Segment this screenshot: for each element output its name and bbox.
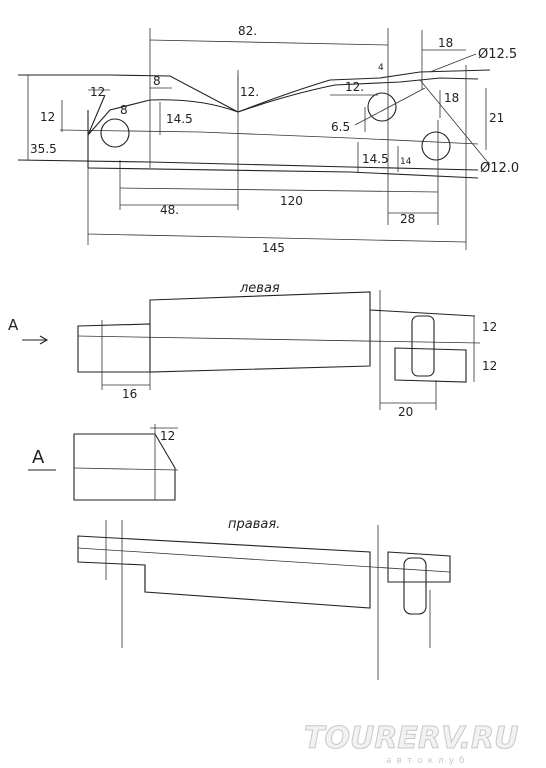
dim-label-82: 82. bbox=[238, 24, 257, 38]
section-right-right-tab bbox=[387, 551, 451, 583]
plan-view bbox=[17, 28, 491, 250]
section-left-dim-12-bottom: 12 bbox=[482, 359, 497, 373]
watermark-tagline: автоклуб bbox=[386, 756, 470, 766]
section-left-right-tab bbox=[394, 347, 467, 383]
section-left-body bbox=[149, 291, 371, 373]
hole-center bbox=[367, 92, 397, 122]
dim-label-14-small: 14 bbox=[400, 157, 412, 167]
view-arrow-head bbox=[39, 335, 49, 345]
section-left-dim-20-label: 20 bbox=[398, 405, 413, 419]
section-left-dim-12-top: 12 bbox=[482, 320, 497, 334]
plan-middle-line bbox=[59, 129, 479, 145]
dim-82 bbox=[149, 39, 389, 46]
dim-label-12-left: 12 bbox=[90, 85, 105, 99]
dim-label-14-5-right: 14.5 bbox=[362, 152, 389, 166]
view-a: A 12 bbox=[28, 424, 179, 501]
section-left-slot bbox=[411, 315, 435, 377]
tourerv-watermark-logo: TOURERV.RU автоклуб bbox=[304, 721, 519, 767]
dim-label-4: 4 bbox=[378, 63, 384, 73]
dim-label-14-5-left: 14.5 bbox=[166, 112, 193, 126]
dim-label-28: 28 bbox=[400, 212, 415, 226]
dim-label-18-top: 18 bbox=[438, 36, 453, 50]
leader-dia-12-5 bbox=[429, 53, 477, 73]
dim-label-48: 48. bbox=[160, 203, 179, 217]
hole-right-leader bbox=[419, 79, 491, 166]
plan-view-labels: 82. 18 Ø12.5 4 12 8 12. 12. 18 12 8 14.5… bbox=[30, 24, 519, 255]
dim-label-8-top: 8 bbox=[153, 74, 161, 88]
dim-label-12-dip: 12. bbox=[240, 85, 259, 99]
section-left: левая A 12 12 16 20 bbox=[8, 281, 497, 419]
plan-bottom-edge bbox=[87, 167, 479, 179]
dim-label-145: 145 bbox=[262, 241, 285, 255]
section-left-centerline bbox=[77, 335, 481, 344]
dim-label-120: 120 bbox=[280, 194, 303, 208]
plan-notch bbox=[87, 94, 106, 136]
dim-label-21: 21 bbox=[489, 111, 504, 125]
dim-label-18-right: 18 bbox=[444, 91, 459, 105]
section-right-centerline bbox=[77, 547, 451, 573]
dim-label-35-5: 35.5 bbox=[30, 142, 57, 156]
section-left-title: левая bbox=[239, 281, 280, 296]
section-right-title: правая. bbox=[228, 517, 280, 532]
section-right: правая. bbox=[77, 517, 451, 680]
view-a-body bbox=[73, 433, 176, 501]
section-right-slot bbox=[403, 557, 427, 615]
plan-upper-contour bbox=[87, 77, 479, 136]
dim-145 bbox=[87, 233, 467, 243]
hole-center-cross bbox=[354, 87, 426, 126]
dim-label-12-vert: 12 bbox=[40, 110, 55, 124]
view-a-label: A bbox=[32, 447, 45, 468]
dim-label-dia-12-0: Ø12.0 bbox=[480, 161, 519, 176]
section-left-dim-16-label: 16 bbox=[122, 387, 137, 401]
dim-label-6-5: 6.5 bbox=[331, 120, 350, 134]
section-left-left-tab bbox=[77, 323, 151, 373]
plan-lower-edge bbox=[17, 159, 479, 171]
dim-48-120 bbox=[119, 187, 439, 193]
dim-label-dia-12-5: Ø12.5 bbox=[478, 47, 517, 62]
hole-right bbox=[421, 131, 451, 161]
dim-label-12-mid: 12. bbox=[345, 80, 364, 94]
view-a-centerline bbox=[73, 467, 179, 471]
view-a-dim-12-label: 12 bbox=[160, 429, 175, 443]
dim-label-8-small: 8 bbox=[120, 103, 128, 117]
view-marker-a: A bbox=[8, 316, 19, 334]
section-left-upper-right bbox=[369, 309, 476, 317]
watermark-brand: TOURERV.RU bbox=[304, 721, 518, 756]
hole-left bbox=[100, 118, 130, 148]
